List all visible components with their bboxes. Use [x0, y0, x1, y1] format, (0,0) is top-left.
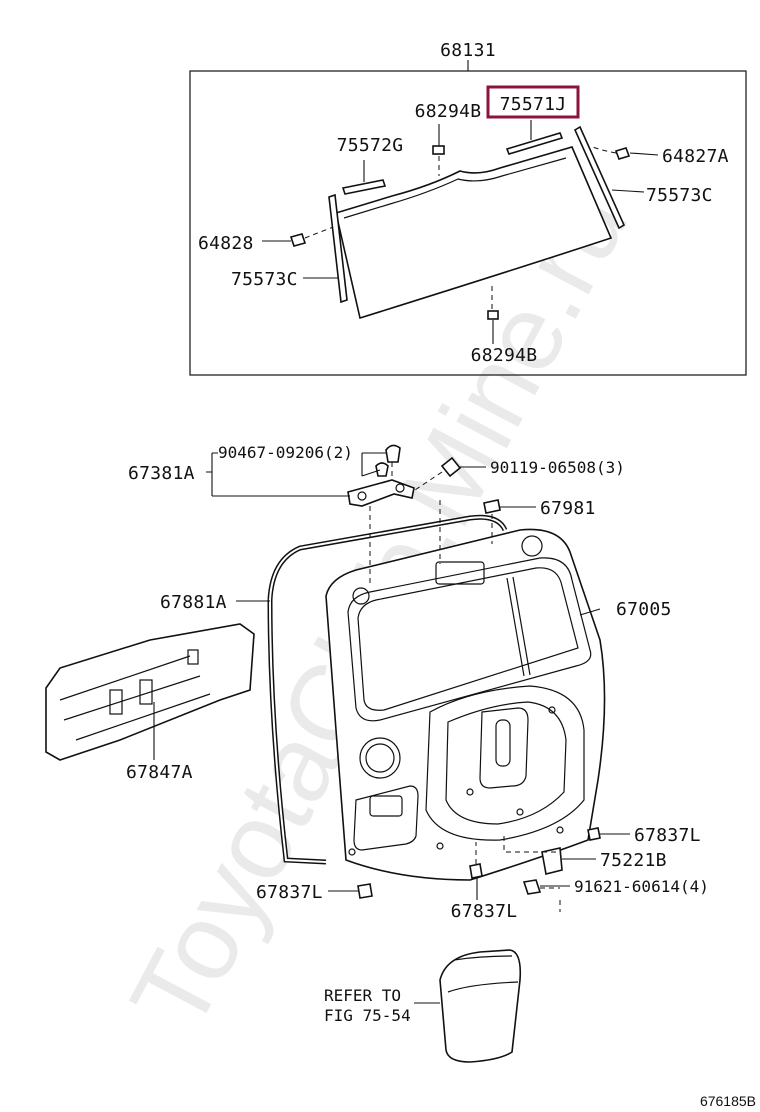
part-90467-bolt	[385, 444, 401, 463]
part-90119-bolt	[440, 456, 462, 478]
part-68294b-top	[432, 145, 445, 155]
part-91621-bolt	[522, 879, 542, 895]
label-67847a[interactable]: 67847A	[126, 762, 193, 783]
label-67881a[interactable]: 67881A	[160, 592, 227, 613]
label-68294b-bottom[interactable]: 68294B	[471, 345, 538, 366]
label-91621-60614[interactable]: 91621-60614(4)	[574, 877, 709, 896]
label-68294b-top[interactable]: 68294B	[415, 101, 482, 122]
refer-text-line1: REFER TO	[324, 986, 401, 1005]
label-75573c-left[interactable]: 75573C	[231, 269, 298, 290]
part-75573c-left	[328, 193, 348, 304]
label-90467-09206[interactable]: 90467-09206(2)	[218, 443, 353, 462]
part-75571j-strip	[505, 132, 564, 155]
label-75221b[interactable]: 75221B	[600, 850, 667, 871]
label-75573c-right[interactable]: 75573C	[646, 185, 713, 206]
door-handle-recess	[353, 785, 419, 851]
label-67981[interactable]: 67981	[540, 498, 596, 519]
label-67837l-bottom[interactable]: 67837L	[451, 901, 518, 922]
part-67837l-clip-right	[587, 827, 601, 841]
part-75573c-right	[573, 125, 626, 230]
spare-wheel-cover	[439, 949, 522, 1063]
part-67837l-clip-left	[357, 883, 373, 899]
label-68131[interactable]: 68131	[440, 40, 496, 61]
spare-cover-group	[414, 949, 522, 1063]
label-75571j[interactable]: 75571J	[500, 94, 567, 115]
label-64827a[interactable]: 64827A	[662, 146, 729, 167]
back-glass-pane	[335, 146, 613, 320]
door-inner-lower-panel	[425, 685, 585, 841]
back-glass-group	[189, 60, 747, 376]
label-67005[interactable]: 67005	[616, 599, 672, 620]
highlight-box-75571j	[486, 85, 580, 119]
part-64827a-clip	[614, 147, 631, 160]
label-67837l-right[interactable]: 67837L	[634, 825, 701, 846]
part-67005-back-door-panel	[325, 528, 606, 881]
figure-code: 676185B	[700, 1093, 756, 1109]
door-window-opening	[347, 557, 592, 722]
part-68294b-bottom	[487, 310, 499, 320]
part-64828-clip	[289, 233, 307, 247]
label-90119-06508[interactable]: 90119-06508(3)	[490, 458, 625, 477]
label-67381a[interactable]: 67381A	[128, 463, 195, 484]
part-75572g-strip	[341, 179, 387, 195]
part-75221b-bracket	[541, 847, 563, 875]
refer-text-line2: FIG 75-54	[324, 1006, 411, 1025]
back-door-group	[45, 444, 630, 912]
part-67981-cushion	[483, 499, 501, 514]
hinge-mount-plate	[435, 561, 485, 585]
door-center-bracket	[479, 707, 529, 789]
label-67837l-left[interactable]: 67837L	[256, 882, 323, 903]
part-67837l-clip-bottom	[469, 863, 483, 879]
door-round-hole	[359, 737, 401, 779]
label-64828[interactable]: 64828	[198, 233, 254, 254]
label-75572g[interactable]: 75572G	[337, 135, 404, 156]
part-labels: 68131 75571J 68294B 75572G 64827A 75573C…	[126, 40, 756, 1109]
